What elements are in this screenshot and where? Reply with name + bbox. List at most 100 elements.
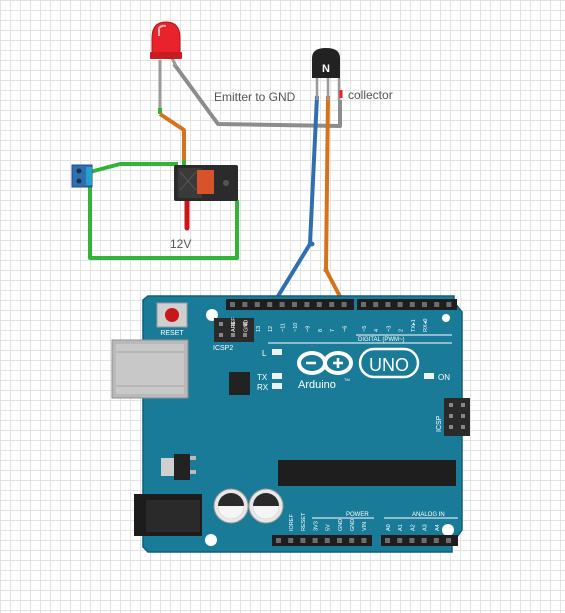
header-pin [304, 302, 310, 307]
power-header [272, 535, 372, 546]
led-rx-label: RX [257, 383, 269, 392]
header-pin [230, 302, 235, 307]
pin-label: VIN [362, 522, 368, 531]
brand-tm: TM [344, 377, 350, 382]
header-pin [385, 538, 390, 543]
uno-text: UNO [369, 355, 409, 375]
pin-label: IOREF [289, 514, 295, 531]
header-pin [373, 302, 379, 307]
header-pin [312, 538, 318, 543]
voltage-regulator-chip [229, 372, 250, 395]
pin-label: ~9 [305, 326, 311, 332]
led-rx [272, 383, 282, 389]
brand-text: Arduino [298, 379, 336, 391]
pin-label: 4 [374, 329, 380, 332]
header-pin [421, 538, 427, 543]
pin-label: A5 [447, 524, 453, 531]
header-pin [276, 538, 281, 543]
led-on [424, 373, 434, 379]
header-pin [397, 302, 403, 307]
header-pin [288, 538, 294, 543]
header-pin [409, 302, 415, 307]
pin-label: GND [338, 519, 344, 531]
icsp-label: ICSP [436, 415, 443, 432]
header-pin [242, 302, 248, 307]
header-pin [292, 302, 297, 307]
header-pin [254, 302, 260, 307]
pin-label: ~10 [293, 323, 299, 332]
arduino-logo [297, 351, 353, 375]
header-pin [341, 302, 347, 307]
reset-label: RESET [160, 330, 184, 337]
icsp-header [444, 398, 470, 436]
transistor-mark: N [322, 63, 330, 75]
header-pin [409, 538, 415, 543]
relay [174, 165, 238, 201]
header-pin [397, 538, 403, 543]
wire-emitter-gnd [172, 62, 342, 128]
led-l-label: L [262, 349, 267, 358]
digital-label: DIGITAL (PWM~) [358, 337, 405, 343]
npn-transistor: N [312, 48, 343, 100]
wire-led-relay [158, 112, 186, 168]
collector-label: collector [348, 88, 393, 102]
header-pin [422, 302, 427, 307]
header-pin [433, 538, 439, 543]
voltage-label: 12V [170, 237, 191, 251]
pin-label: ~3 [386, 326, 392, 332]
header-pin [361, 538, 367, 543]
pin-label: ~5 [362, 326, 368, 332]
pin-label: 12 [268, 326, 274, 332]
pin-label: 5V [326, 524, 332, 531]
pin-label: 8 [318, 329, 324, 332]
pin-label: A3 [423, 524, 429, 531]
led-tx-label: TX [257, 373, 268, 382]
wire-green-loop-bottom [88, 180, 239, 260]
header-pin [337, 538, 342, 543]
analog-header [381, 535, 458, 546]
led-on-label: ON [438, 373, 450, 382]
red-led [150, 21, 182, 67]
header-pin [446, 302, 452, 307]
microcontroller-chip [278, 460, 456, 486]
wire-green-loop [89, 162, 178, 174]
pin-label: GND [350, 519, 356, 531]
led-tx [272, 373, 282, 379]
pin-label: 2 [399, 329, 405, 332]
power-terminal [71, 164, 93, 188]
pin-label: RX◂0 [423, 319, 429, 332]
pin-label: AREF [231, 317, 237, 332]
header-pin [316, 302, 322, 307]
header-pin [279, 302, 285, 307]
header-pin [300, 538, 306, 543]
pin-label: TX▸1 [411, 319, 417, 332]
pin-label: ~11 [281, 323, 287, 332]
analog-pin-labels: A0 A1 A2 A3 A4 A5 [386, 524, 453, 531]
header-pin [434, 302, 440, 307]
pin-label: GND [243, 320, 249, 332]
header-pin [324, 538, 330, 543]
digital-header [226, 299, 457, 310]
header-pin [349, 538, 355, 543]
icsp2-label: ICSP2 [213, 345, 233, 352]
pin-label: 3V3 [313, 521, 319, 531]
header-pin [361, 302, 366, 307]
power-label: POWER [346, 512, 369, 518]
wires [88, 60, 347, 308]
pin-label: A2 [410, 524, 416, 531]
pin-label: A4 [435, 524, 441, 531]
emitter-label: Emitter to GND [214, 90, 296, 104]
header-pin [446, 538, 451, 543]
pin-label: 13 [256, 326, 262, 332]
analog-label: ANALOG IN [412, 512, 445, 518]
pin-label: A1 [398, 524, 404, 531]
capacitors [213, 488, 284, 524]
pin-label: RESET [301, 512, 307, 531]
header-pin [385, 302, 391, 307]
pin-label: 7 [330, 329, 336, 332]
power-pin-labels: IOREF RESET 3V3 5V GND GND VIN [289, 512, 368, 531]
pin-label: A0 [386, 524, 392, 531]
